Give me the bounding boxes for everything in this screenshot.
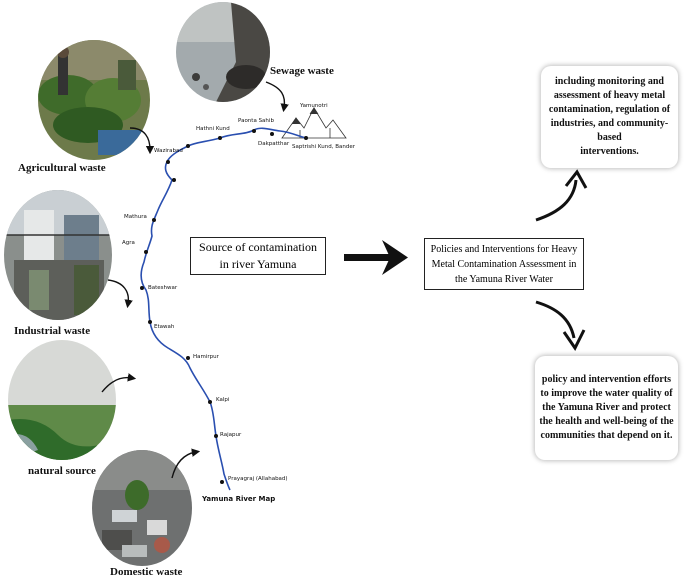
down-arrow-icon [535,300,576,339]
right-arrow-icon [344,240,408,275]
mountain-icon [281,107,347,139]
policy-box-line1: Policies and Interventions for Heavy [430,244,578,255]
natural-arrow [101,373,137,393]
pin-extra-1 [166,160,170,164]
up-arrow-icon [535,179,578,222]
city-hathni: Hathni Kund [196,126,230,132]
city-bateshwar: Bateshwar [148,285,178,291]
center-box-line2: in river Yamuna [219,257,297,271]
pin-wazirabad [186,144,190,148]
domestic-waste-label: Domestic waste [110,566,183,577]
sewage-arrow [265,81,289,113]
pin-dakpatthar [270,132,274,136]
policy-box-line2: Metal Contamination Assessment in [431,259,577,270]
city-yamunotri: Yamunotri [300,103,328,109]
agricultural-arrow [129,127,155,155]
bottom-card-line1: policy and intervention efforts [541,374,672,385]
industrial-waste-label: Industrial waste [14,325,91,337]
map-title: Yamuna River Map [202,495,276,503]
pin-bateshwar [140,286,144,290]
pin-extra-2 [172,178,176,182]
pin-hathni [218,136,222,140]
pin-paonta [252,129,256,133]
city-etawah: Etawah [154,324,175,330]
top-card-line3: contamination, regulation of [548,104,671,115]
pin-agra [144,250,148,254]
policy-box-line3: the Yamuna River Water [455,274,553,285]
bottom-card-line4: the health and well-being of the [539,416,674,427]
monitoring-card: including monitoring and assessment of h… [541,66,678,168]
contamination-source-box: Source of contamination in river Yamuna [190,237,326,275]
top-card-line4: industries, and community-based [550,118,669,143]
pin-hamirpur [186,356,190,360]
city-mathura: Mathura [124,214,147,220]
top-card-line2: assessment of heavy metal [553,90,666,101]
bottom-card-line3: the Yamuna River and protect [542,402,671,413]
pin-prayagraj [220,480,224,484]
city-saptrishi: Saptrishi Kund, Bander [292,144,355,150]
city-dakpatthar: Dakpatthar [258,141,290,147]
city-hamirpur: Hamirpur [193,354,219,360]
industrial-arrow [107,279,133,309]
top-card-line5: interventions. [580,146,639,157]
city-kalpi: Kalpi [216,397,230,403]
city-paonta: Paonta Sahib [238,118,274,124]
bottom-card-line5: communities that depend on it. [540,430,673,441]
intervention-card: policy and intervention efforts to impro… [535,356,678,460]
pin-kalpi [208,400,212,404]
center-box-line1: Source of contamination [199,240,317,254]
pin-yamunotri [304,136,308,140]
city-agra: Agra [122,240,135,246]
natural-source-label: natural source [28,465,96,477]
sewage-waste-label: Sewage waste [270,65,334,77]
city-rajapur: Rajapur [220,432,242,438]
pin-etawah [148,320,152,324]
domestic-arrow [171,448,201,479]
policy-box: Policies and Interventions for Heavy Met… [424,238,584,290]
city-prayagraj: Prayagraj (Allahabad) [228,476,288,482]
map-pins [140,129,308,484]
bottom-card-line2: to improve the water quality of [540,388,673,399]
yamuna-river-path [140,127,307,491]
pin-mathura [152,218,156,222]
top-card-line1: including monitoring and [555,76,664,87]
pin-rajapur [214,434,218,438]
agricultural-waste-label: Agricultural waste [18,162,106,174]
city-wazirabad: Wazirabad [154,148,183,154]
